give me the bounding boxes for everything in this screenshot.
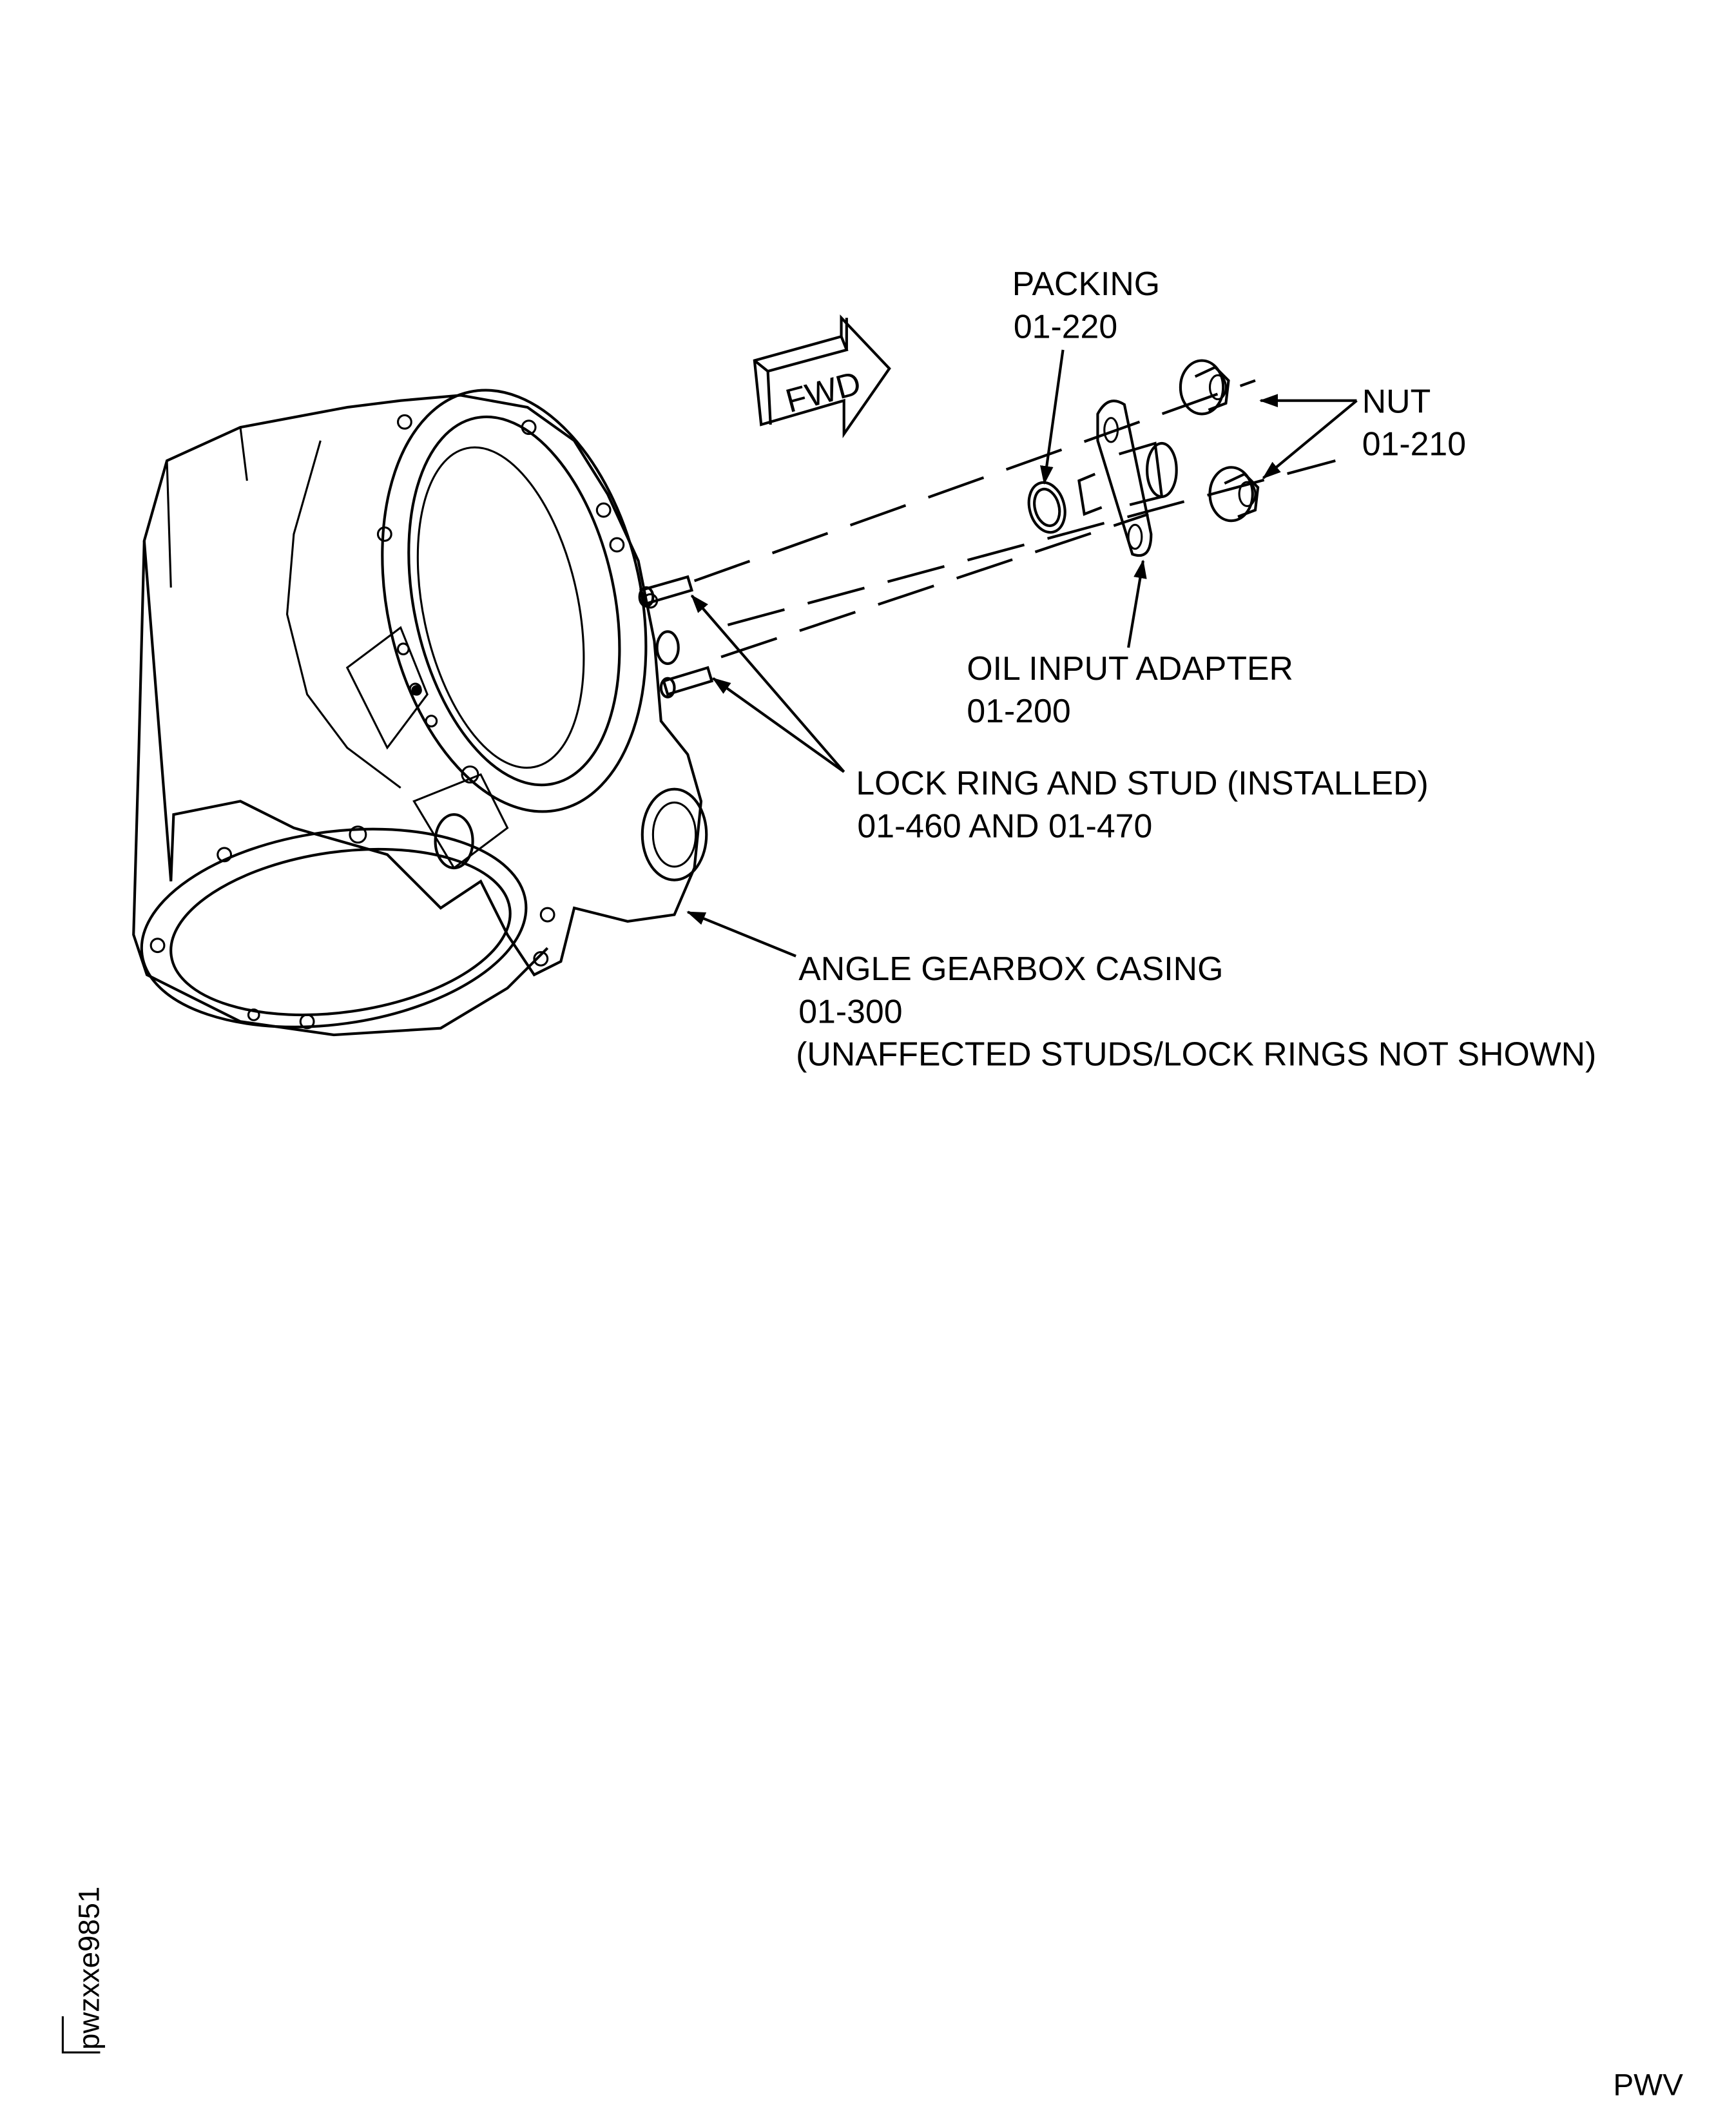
angle-gearbox-casing-part-no: 01-300 xyxy=(798,992,902,1030)
oil-input-adapter-drawing xyxy=(1077,400,1178,557)
packing-label: PACKING xyxy=(1012,265,1160,302)
assembly-centerlines xyxy=(693,379,1336,659)
oil-input-adapter-part-no: 01-200 xyxy=(967,692,1070,729)
lock-ring-stud-drawing xyxy=(638,575,714,698)
forward-direction-arrow: FWD xyxy=(753,314,891,439)
oil-input-adapter-label: OIL INPUT ADAPTER xyxy=(967,650,1293,687)
packing-part-no: 01-220 xyxy=(1014,307,1117,345)
lock-ring-stud-part-no: 01-460 AND 01-470 xyxy=(857,807,1152,844)
callout-leaders xyxy=(686,349,1358,958)
nut-drawing xyxy=(1179,359,1260,523)
angle-gearbox-casing-note: (UNAFFECTED STUDS/LOCK RINGS NOT SHOWN) xyxy=(796,1035,1596,1073)
corner-code: PWV xyxy=(1613,2068,1683,2102)
figure-id-bracket xyxy=(61,2016,101,2054)
nut-part-no: 01-210 xyxy=(1362,425,1466,463)
fwd-label: FWD xyxy=(782,364,865,420)
angle-gearbox-casing-label: ANGLE GEARBOX CASING xyxy=(798,950,1223,987)
angle-gearbox-casing-drawing xyxy=(132,389,708,1037)
lock-ring-stud-label: LOCK RING AND STUD (INSTALLED) xyxy=(856,764,1428,802)
figure-id: pwzxxe9851 xyxy=(72,1887,105,2050)
nut-label: NUT xyxy=(1362,382,1431,419)
packing-drawing xyxy=(1027,481,1066,534)
